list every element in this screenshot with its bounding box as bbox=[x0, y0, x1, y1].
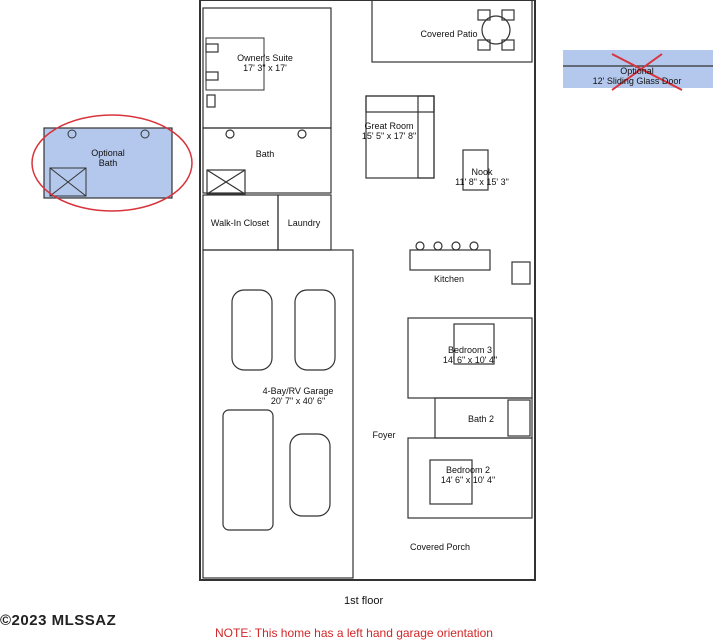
owners-suite-name: Owner's Suite bbox=[237, 53, 293, 63]
garage-dims: 20' 7" x 40' 6" bbox=[270, 396, 326, 406]
optional-bath-line2: Bath bbox=[98, 158, 118, 168]
laundry-label: Laundry bbox=[287, 218, 321, 228]
bedroom2-label: Bedroom 2 14' 6" x 10' 4" bbox=[441, 465, 495, 485]
garage-car bbox=[231, 289, 273, 371]
garage-car bbox=[294, 289, 336, 371]
owners-suite-dims: 17' 3" x 17' bbox=[243, 63, 287, 73]
foyer-label: Foyer bbox=[372, 430, 396, 440]
kitchen-label: Kitchen bbox=[433, 274, 465, 284]
optional-door-inset bbox=[563, 50, 713, 91]
house-outline bbox=[199, 0, 536, 581]
covered-patio-label: Covered Patio bbox=[420, 29, 478, 39]
nook-label: Nook 11' 8" x 15' 3" bbox=[455, 167, 509, 187]
kitchen-island bbox=[409, 249, 491, 271]
garage-orientation-note: NOTE: This home has a left hand garage o… bbox=[215, 626, 493, 640]
patio-outline bbox=[371, 0, 533, 63]
bedroom2-name: Bedroom 2 bbox=[445, 465, 491, 475]
bath-room bbox=[202, 127, 332, 194]
bedroom3-name: Bedroom 3 bbox=[447, 345, 493, 355]
garage-name: 4-Bay/RV Garage bbox=[262, 386, 334, 396]
optional-bath-inset bbox=[31, 114, 193, 212]
covered-porch-label: Covered Porch bbox=[409, 542, 471, 552]
bedroom2-room bbox=[407, 437, 533, 519]
great-room-label: Great Room 15' 5" x 17' 8" bbox=[362, 121, 416, 141]
bath-label: Bath bbox=[255, 149, 275, 159]
bedroom2-dims: 14' 6" x 10' 4" bbox=[440, 475, 496, 485]
optional-bath-label: Optional Bath bbox=[91, 148, 125, 168]
garage-room bbox=[202, 249, 354, 579]
cross-mark bbox=[611, 53, 663, 91]
optional-bath-circle bbox=[31, 114, 193, 212]
garage-label: 4-Bay/RV Garage 20' 7" x 40' 6" bbox=[263, 386, 334, 406]
owners-suite-label: Owner's Suite 17' 3" x 17' bbox=[237, 53, 293, 73]
great-room-dims: 15' 5" x 17' 8" bbox=[361, 131, 417, 141]
floor-label: 1st floor bbox=[344, 595, 384, 607]
bedroom3-dims: 14' 6" x 10' 4" bbox=[442, 355, 498, 365]
walk-in-closet-label: Walk-In Closet bbox=[210, 218, 270, 228]
copyright-text: ©2023 MLSSAZ bbox=[0, 612, 117, 629]
optional-door-label: Optional 12' Sliding Glass Door bbox=[593, 66, 682, 86]
owners-bed bbox=[205, 37, 265, 91]
nook-dims: 11' 8" x 15' 3" bbox=[455, 177, 509, 187]
patio-table bbox=[481, 15, 511, 45]
cross-mark bbox=[611, 53, 683, 91]
garage-rv bbox=[222, 409, 274, 531]
optional-bath-line1: Optional bbox=[91, 148, 125, 158]
bedroom3-label: Bedroom 3 14' 6" x 10' 4" bbox=[443, 345, 497, 365]
bath2-label: Bath 2 bbox=[467, 414, 495, 424]
great-room-name: Great Room bbox=[364, 121, 414, 131]
nook-table bbox=[462, 149, 489, 191]
garage-car bbox=[289, 433, 331, 517]
optional-door-line2: 12' Sliding Glass Door bbox=[592, 76, 682, 86]
nook-name: Nook bbox=[471, 167, 493, 177]
optional-door-line1: Optional bbox=[620, 66, 654, 76]
